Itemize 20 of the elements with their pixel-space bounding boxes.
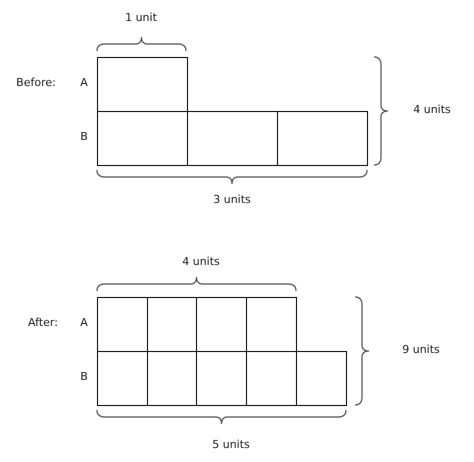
dimension-label: 1 unit (125, 10, 157, 26)
unit-block (187, 111, 278, 166)
bar-label: A (80, 314, 88, 331)
unit-block (97, 351, 148, 406)
bar-label: B (80, 368, 88, 385)
bar-label: A (80, 74, 88, 91)
dimension-label: 9 units (402, 342, 440, 358)
unit-block (97, 57, 188, 112)
dimension-label: 4 units (182, 254, 220, 270)
dimension-label: 3 units (213, 192, 251, 208)
dimension-label: 5 units (212, 436, 250, 453)
unit-block (97, 297, 148, 352)
dimension-label: 4 units (413, 102, 451, 118)
unit-block (246, 297, 297, 352)
bar-label: B (80, 128, 88, 145)
row-heading: Before: (16, 74, 56, 91)
unit-block (296, 351, 347, 406)
row-heading: After: (28, 314, 58, 331)
unit-block (277, 111, 368, 166)
unit-block (97, 111, 188, 166)
